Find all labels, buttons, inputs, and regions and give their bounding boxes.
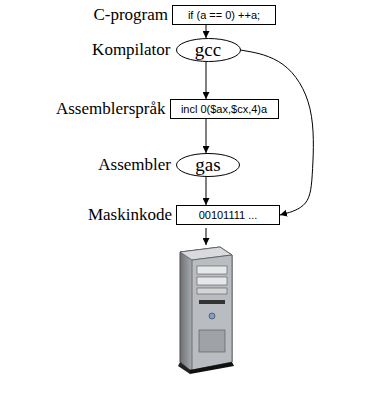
tool-ellipse: Kompilatorgcc bbox=[176, 38, 241, 62]
flow-arrow bbox=[206, 62, 207, 99]
code-text: if (a == 0) ++a; bbox=[178, 6, 270, 24]
output-arrow bbox=[206, 228, 207, 245]
stage-label: Assemblerspråk bbox=[56, 99, 166, 119]
flow-arrow bbox=[206, 177, 207, 205]
stage-label: C-program bbox=[93, 5, 168, 25]
code-text: incl 0($ax,$cx,4)a bbox=[171, 100, 277, 118]
computer-tower bbox=[178, 247, 234, 374]
flow-arrow bbox=[206, 25, 207, 38]
code-text: 00101111 ... bbox=[189, 206, 268, 224]
stage-box: Maskinkode00101111 ... bbox=[176, 205, 280, 225]
stage-box: C-programif (a == 0) ++a; bbox=[172, 5, 276, 25]
stage-label: Maskinkode bbox=[88, 205, 172, 225]
shortcut-arrow bbox=[241, 50, 314, 215]
tool-label: Assembler bbox=[98, 155, 171, 175]
tool-name: gcc bbox=[181, 40, 235, 60]
tool-label: Kompilator bbox=[92, 40, 170, 60]
tool-name: gas bbox=[181, 155, 234, 175]
tool-ellipse: Assemblergas bbox=[176, 153, 240, 177]
stage-box: Assemblerspråkincl 0($ax,$cx,4)a bbox=[170, 99, 279, 119]
flow-arrow bbox=[206, 119, 207, 153]
